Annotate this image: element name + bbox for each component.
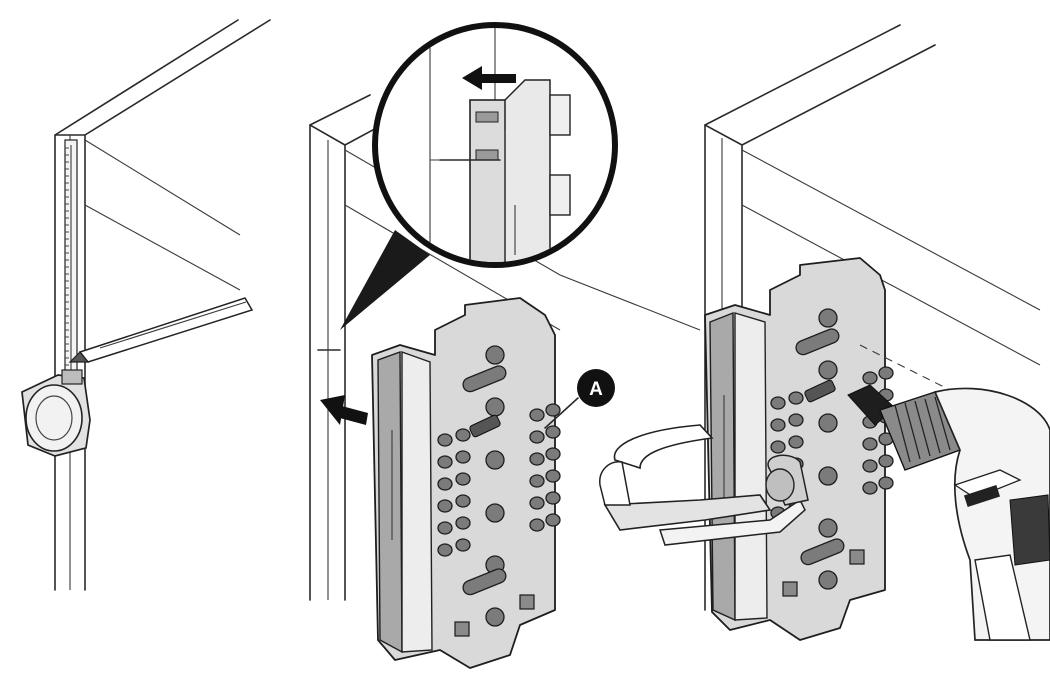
tape-blade: [64, 139, 78, 376]
drill-icon: [847, 344, 1050, 641]
callout-a: A: [544, 369, 615, 429]
zoom-detail: [372, 22, 618, 268]
push-arrow-left: [320, 395, 368, 425]
panel-align: A: [309, 22, 701, 669]
panel-drill: [599, 24, 1050, 641]
pencil-icon: [68, 297, 254, 363]
zoom-arrow-left: [462, 66, 516, 90]
drilling-jig-left: [371, 297, 561, 669]
clamp-icon: [599, 424, 809, 546]
callout-label: A: [589, 379, 603, 400]
tape-measure-icon: [21, 369, 91, 457]
panel-measure: [21, 19, 271, 591]
zoom-pointer: [340, 230, 430, 330]
drilling-jig-right: [704, 257, 894, 641]
